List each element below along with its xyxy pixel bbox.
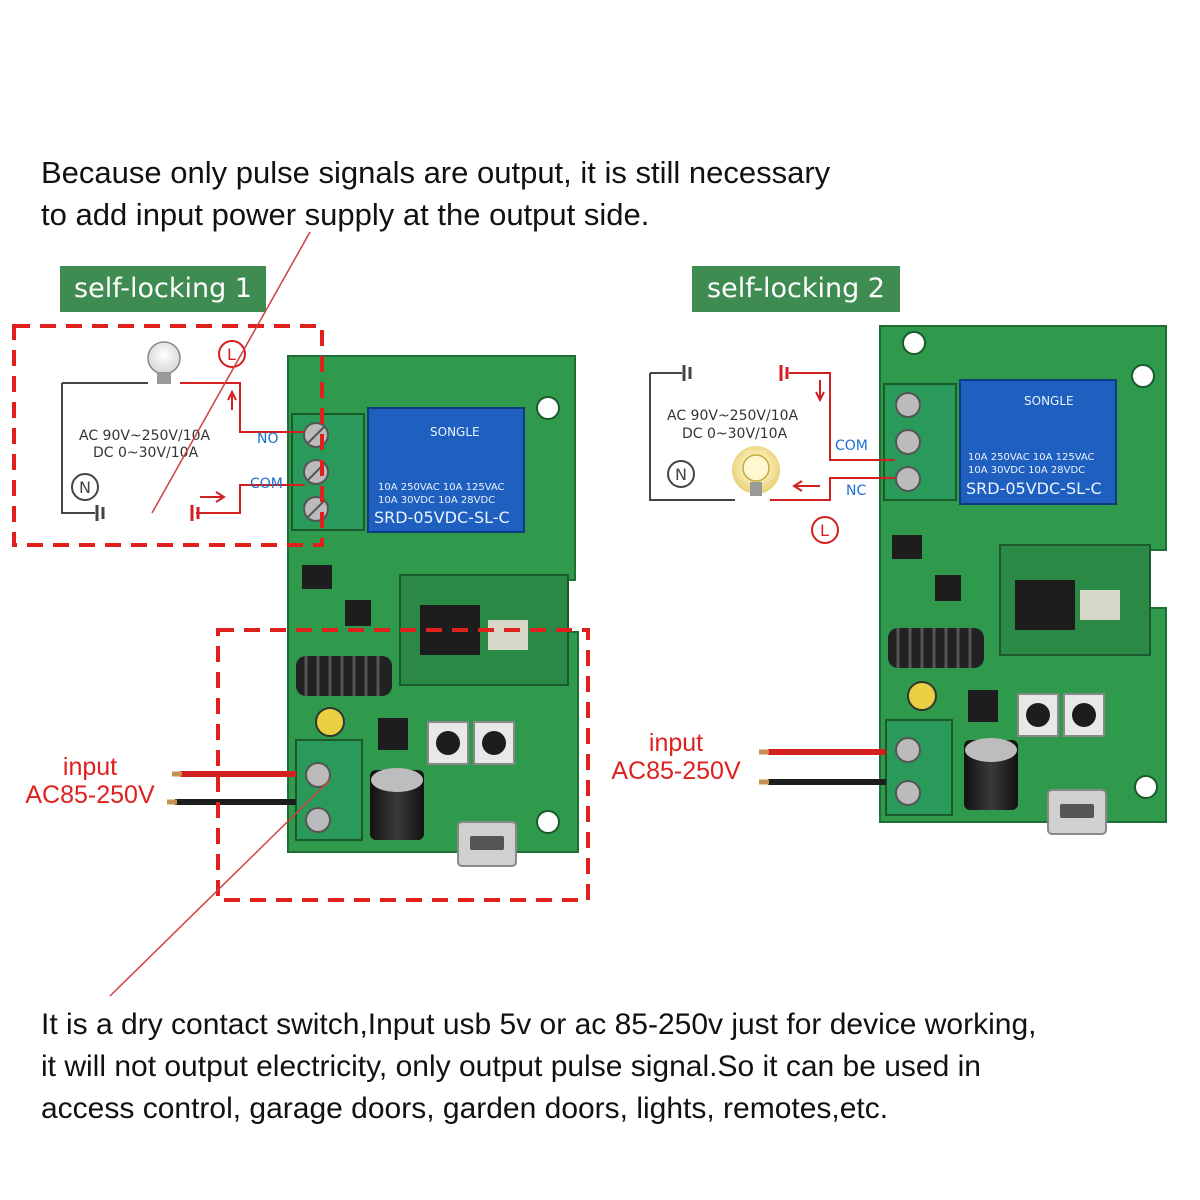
left-neutral-icon	[71, 473, 99, 501]
right-input-label-line-2: AC85-250V	[611, 757, 741, 785]
left-neutral-label: N	[79, 478, 91, 497]
right-relay-brand: SONGLE	[1024, 394, 1074, 408]
left-spec-line-1: AC 90V~250V/10A	[79, 428, 211, 444]
left-terminal-com: COM	[250, 476, 283, 492]
left-load-circuit: N L AC 90V~250V/10A DC 0~30V/10A NO COM	[61, 340, 305, 521]
right-relay	[959, 379, 1117, 505]
left-terminal-no: NO	[257, 431, 279, 447]
right-relay-rating-1: 10A 250VAC 10A 125VAC	[968, 452, 1095, 463]
left-relay	[367, 407, 525, 533]
left-input-label: input AC85-250V	[8, 753, 172, 809]
left-live-label: L	[227, 345, 236, 364]
right-live-icon	[811, 516, 839, 544]
input-highlight-box	[216, 628, 590, 902]
bottom-caption-line-2: it will not output electricity, only out…	[41, 1050, 981, 1083]
left-bulb-icon	[147, 341, 181, 375]
right-live-label: L	[820, 521, 829, 540]
bottom-pointer-line	[109, 779, 331, 997]
left-antenna-coil	[296, 656, 392, 696]
left-spec-line-2: DC 0~30V/10A	[93, 445, 199, 461]
top-pointer-line	[151, 231, 311, 514]
top-caption: Because only pulse signals are output, i…	[41, 152, 830, 236]
left-input-label-line-2: AC85-250V	[25, 781, 155, 809]
right-terminal-nc: NC	[846, 483, 866, 499]
left-relay-board: SONGLE 10A 250VAC 10A 125VAC 10A 30VDC 1…	[167, 355, 579, 867]
right-relay-rating-2: 10A 30VDC 10A 28VDC	[968, 465, 1085, 476]
left-relay-brand: SONGLE	[430, 425, 480, 439]
top-caption-line-1: Because only pulse signals are output, i…	[41, 155, 831, 190]
left-relay-model: SRD-05VDC-SL-C	[374, 508, 510, 527]
self-locking-2-tag: self-locking 2	[692, 266, 900, 312]
right-relay-model: SRD-05VDC-SL-C	[966, 479, 1102, 498]
right-neutral-label: N	[675, 465, 687, 484]
right-input-label-line-1: input	[648, 729, 704, 757]
bottom-caption: It is a dry contact switch,Input usb 5v …	[41, 1004, 1036, 1130]
top-caption-line-2: to add input power supply at the output …	[41, 197, 650, 232]
output-highlight-box	[12, 324, 324, 547]
right-antenna-coil	[888, 628, 984, 668]
right-spec-line-2: DC 0~30V/10A	[682, 426, 788, 442]
right-load-circuit: N L AC 90V~250V/10A DC 0~30V/10A COM NC	[649, 365, 895, 544]
right-relay-board: SONGLE 10A 250VAC 10A 125VAC 10A 30VDC 1…	[759, 325, 1167, 835]
right-input-label: input AC85-250V	[596, 729, 756, 785]
left-relay-rating-2: 10A 30VDC 10A 28VDC	[378, 495, 495, 506]
right-input-terminal	[885, 719, 953, 816]
right-neutral-icon	[667, 460, 695, 488]
self-locking-1-tag: self-locking 1	[60, 266, 266, 312]
left-input-label-line-1: input	[62, 753, 118, 781]
bottom-caption-line-3: access control, garage doors, garden doo…	[41, 1092, 889, 1125]
right-terminal-com: COM	[835, 438, 868, 454]
right-spec-line-1: AC 90V~250V/10A	[667, 408, 799, 424]
bottom-caption-line-1: It is a dry contact switch,Input usb 5v …	[41, 1008, 1037, 1041]
left-relay-rating-1: 10A 250VAC 10A 125VAC	[378, 482, 505, 493]
